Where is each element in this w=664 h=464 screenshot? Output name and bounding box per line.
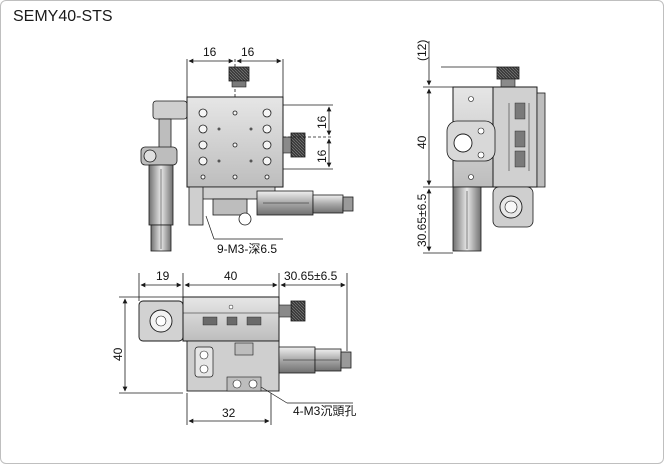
dim-side-lower: 16 [315,149,329,163]
callout-countersunk-holes: 4-M3沉頭孔 [293,404,356,418]
dim-front-c: 30.65±6.5 [284,269,338,283]
dim-side-upper: 16 [315,115,329,129]
model-title: SEMY40-STS [13,8,113,25]
dim-top-right: 16 [241,45,255,59]
dim-side-mid: 40 [415,135,429,149]
dim-front-a: 19 [156,269,170,283]
dim-front-b: 40 [224,269,238,283]
dim-front-base: 32 [222,406,236,420]
mounting-holes [198,108,272,180]
dim-top-left: 16 [203,45,217,59]
callout-tapped-holes: 9-M3-深6.5 [217,242,277,256]
dim-side-bottom: 30.65±6.5 [415,193,429,247]
side-view: (12) 40 30.65±6.5 [415,40,546,254]
dim-side-top: (12) [415,40,429,61]
top-knob [228,66,250,82]
top-view: 16 16 [140,45,354,256]
dim-front-height: 40 [111,347,125,361]
front-view: 19 40 30.65±6.5 40 [111,269,356,425]
